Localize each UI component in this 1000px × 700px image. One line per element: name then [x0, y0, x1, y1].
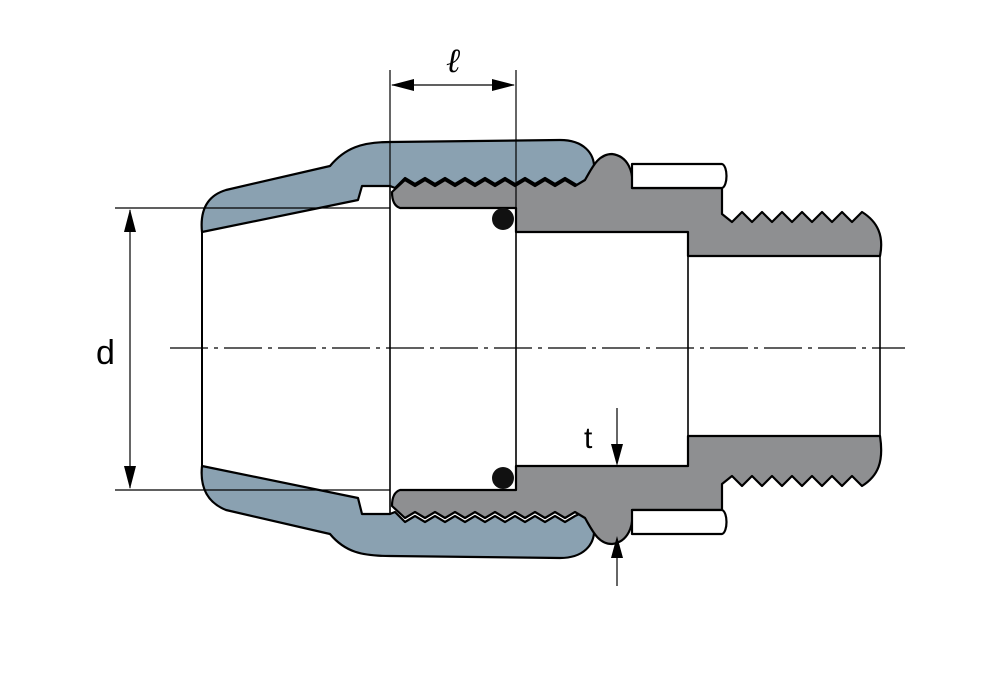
collar-bottom — [630, 508, 728, 536]
o-ring-top — [492, 208, 514, 230]
thickness-label: t — [584, 422, 593, 455]
t-arrow-upper — [611, 444, 623, 466]
d-arrow-top — [124, 209, 136, 232]
l-arrow-left — [391, 79, 414, 91]
length-label: ℓ — [446, 43, 460, 80]
d-arrow-bottom — [124, 466, 136, 489]
l-arrow-right — [492, 79, 515, 91]
compression-nut-top — [200, 138, 596, 234]
t-arrow-lower — [611, 536, 623, 558]
diameter-label: d — [96, 334, 115, 372]
collar-top — [630, 162, 728, 190]
compression-nut-bottom — [200, 464, 596, 560]
o-ring-bottom — [492, 467, 514, 489]
